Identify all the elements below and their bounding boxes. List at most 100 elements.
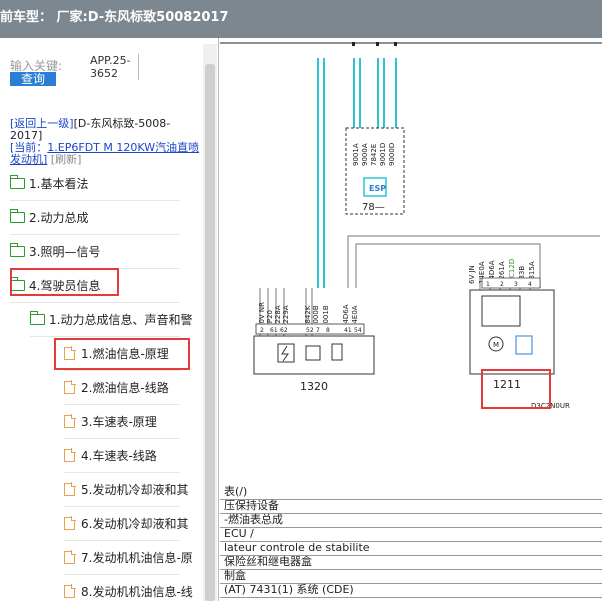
pump-pin: 433B [518, 266, 526, 284]
query-button[interactable]: 查询 [10, 72, 56, 86]
document-icon [64, 413, 76, 428]
tree-doc-oil-principle[interactable]: 7.发动机机油信息-原 [64, 540, 202, 574]
tree-folder-powertrain[interactable]: 2.动力总成 [10, 200, 200, 234]
legend-row: 制盒 [220, 569, 602, 584]
ecu-pin: 1229A [282, 305, 290, 328]
svg-text:3: 3 [514, 281, 518, 288]
svg-text:4: 4 [528, 281, 532, 288]
tree-doc-speedo-principle[interactable]: 3.车速表-原理 [64, 404, 202, 438]
esp-label: ESP [369, 184, 386, 193]
document-icon [64, 379, 76, 394]
current-engine-link[interactable]: 1.EP6FDT M 120KW汽油直喷发动机] [10, 141, 200, 166]
tree-label: 1.燃油信息-原理 [81, 346, 169, 361]
highlight-box [54, 338, 190, 370]
document-icon [64, 345, 76, 360]
tree-label: 4.车速表-线路 [81, 448, 157, 463]
document-icon [64, 515, 76, 530]
ecu-pin: 9001B [322, 305, 330, 328]
ecu-pin: 14D6A [342, 304, 350, 328]
tree-folder-powertrain-info[interactable]: 1.动力总成信息、声音和警 [30, 302, 202, 336]
legend-row: (AT) 7431(1) 系统 (CDE) [220, 583, 602, 598]
highlight-box [481, 369, 551, 409]
folder-open-icon [30, 310, 45, 325]
tree-label: 2.燃油信息-线路 [81, 380, 169, 395]
breadcrumb: [返回上一级][D-东风标致-5008-2017] [当前：1.EP6FDT M… [10, 118, 200, 166]
pump-pin: 4315A [528, 261, 536, 284]
vehicle-title: 前车型： 厂家:D-东风标致50082017 [0, 10, 229, 25]
pump-pin: 14E0A [478, 261, 486, 284]
back-link[interactable]: [返回上一级] [10, 117, 74, 130]
tree-label: 8.发动机机油信息-线 [81, 584, 193, 599]
tree-doc-fuel-wiring[interactable]: 2.燃油信息-线路 [64, 370, 202, 404]
pump-box [469, 289, 555, 375]
model-text: [D-东风标致-5008-2017] [10, 117, 171, 142]
tree-label: 1.基本看法 [29, 176, 89, 191]
pump-pin: 14D6A [488, 260, 496, 284]
document-icon [64, 583, 76, 598]
document-icon [64, 447, 76, 462]
refresh-link[interactable]: [刷新] [50, 153, 82, 166]
svg-text:41: 41 [344, 327, 352, 334]
folder-icon [10, 174, 25, 189]
svg-text:2: 2 [500, 281, 504, 288]
legend-row: 表(/) [220, 485, 602, 500]
tree-label: 3.车速表-原理 [81, 414, 157, 429]
svg-text:1: 1 [486, 281, 490, 288]
esp-code: 78— [362, 202, 385, 213]
esp-pin: 7842E [370, 144, 378, 166]
esp-pin: 9000A [361, 143, 369, 166]
esp-box [345, 127, 405, 215]
legend-row: ECU / [220, 527, 602, 542]
svg-text:M: M [493, 341, 499, 349]
tree-label: 5.发动机冷却液和其 [81, 482, 189, 497]
esp-pin: 9001D [379, 143, 387, 166]
svg-text:61: 61 [270, 327, 278, 334]
tree-label: 6.发动机冷却液和其 [81, 516, 189, 531]
svg-text:7: 7 [316, 327, 320, 334]
svg-text:52: 52 [306, 327, 314, 334]
ecu-box [253, 335, 375, 375]
tree-label: 3.照明—信号 [29, 244, 101, 259]
tree-label: 4.驾驶员信息 [29, 278, 101, 293]
tree-label: 7.发动机机油信息-原 [81, 550, 193, 565]
esp-pin: 9001A [352, 143, 360, 166]
ecu-pin: RP20 [266, 310, 274, 328]
ecu-pin: 7842K [304, 305, 312, 328]
document-icon [64, 481, 76, 496]
folder-icon [10, 242, 25, 257]
ecu-pin: 1228A [274, 305, 282, 328]
pump-code: 1211 [493, 378, 521, 391]
tree-doc-fuel-principle[interactable]: 1.燃油信息-原理 [64, 336, 202, 370]
document-icon [64, 549, 76, 564]
current-prefix: [当前： [10, 141, 48, 154]
tree-label: 2.动力总成 [29, 210, 89, 225]
svg-text:8: 8 [326, 327, 330, 334]
esp-pin: 9000D [388, 143, 396, 166]
legend-row: 保险丝和继电器盒 [220, 555, 602, 570]
ecu-pin: 70V NR [258, 302, 266, 328]
tree-folder-lighting[interactable]: 3.照明—信号 [10, 234, 200, 268]
legend-table: 表(/) 压保持设备 -燃油表总成 ECU / lateur controle … [220, 485, 602, 601]
tree-doc-coolant-2[interactable]: 6.发动机冷却液和其 [64, 506, 202, 540]
pump-pin: 1261A [498, 261, 506, 284]
tree-doc-speedo-wiring[interactable]: 4.车速表-线路 [64, 438, 202, 472]
title-bar: 前车型： 厂家:D-东风标致50082017 [0, 0, 602, 38]
wiring-diagram: 9001A 9000A 7842E 9001D 9000D ESP 78— 70… [220, 38, 602, 601]
tree-doc-oil-wiring[interactable]: 8.发动机机油信息-线 [64, 574, 202, 608]
tree-doc-coolant-1[interactable]: 5.发动机冷却液和其 [64, 472, 202, 506]
svg-text:54: 54 [354, 327, 362, 334]
legend-row: 压保持设备 [220, 499, 602, 514]
cyan-wires [317, 58, 397, 288]
ecu-code: 1320 [300, 380, 328, 393]
ecu-pin: 9000B [312, 305, 320, 328]
ecu-pin: 14E0A [351, 305, 359, 328]
keyword-input[interactable]: APP.25-3652 [90, 54, 139, 80]
pump-pin: 6V JN [468, 265, 476, 284]
keyword-label: 输入关键: [10, 59, 63, 73]
legend-row: lateur controle de stabilite [220, 541, 602, 556]
svg-text:62: 62 [280, 327, 288, 334]
legend-row: -燃油表总成 [220, 513, 602, 528]
tree-folder-basic[interactable]: 1.基本看法 [10, 166, 200, 200]
scrollbar-thumb[interactable] [205, 64, 215, 601]
svg-text:2: 2 [260, 327, 264, 334]
